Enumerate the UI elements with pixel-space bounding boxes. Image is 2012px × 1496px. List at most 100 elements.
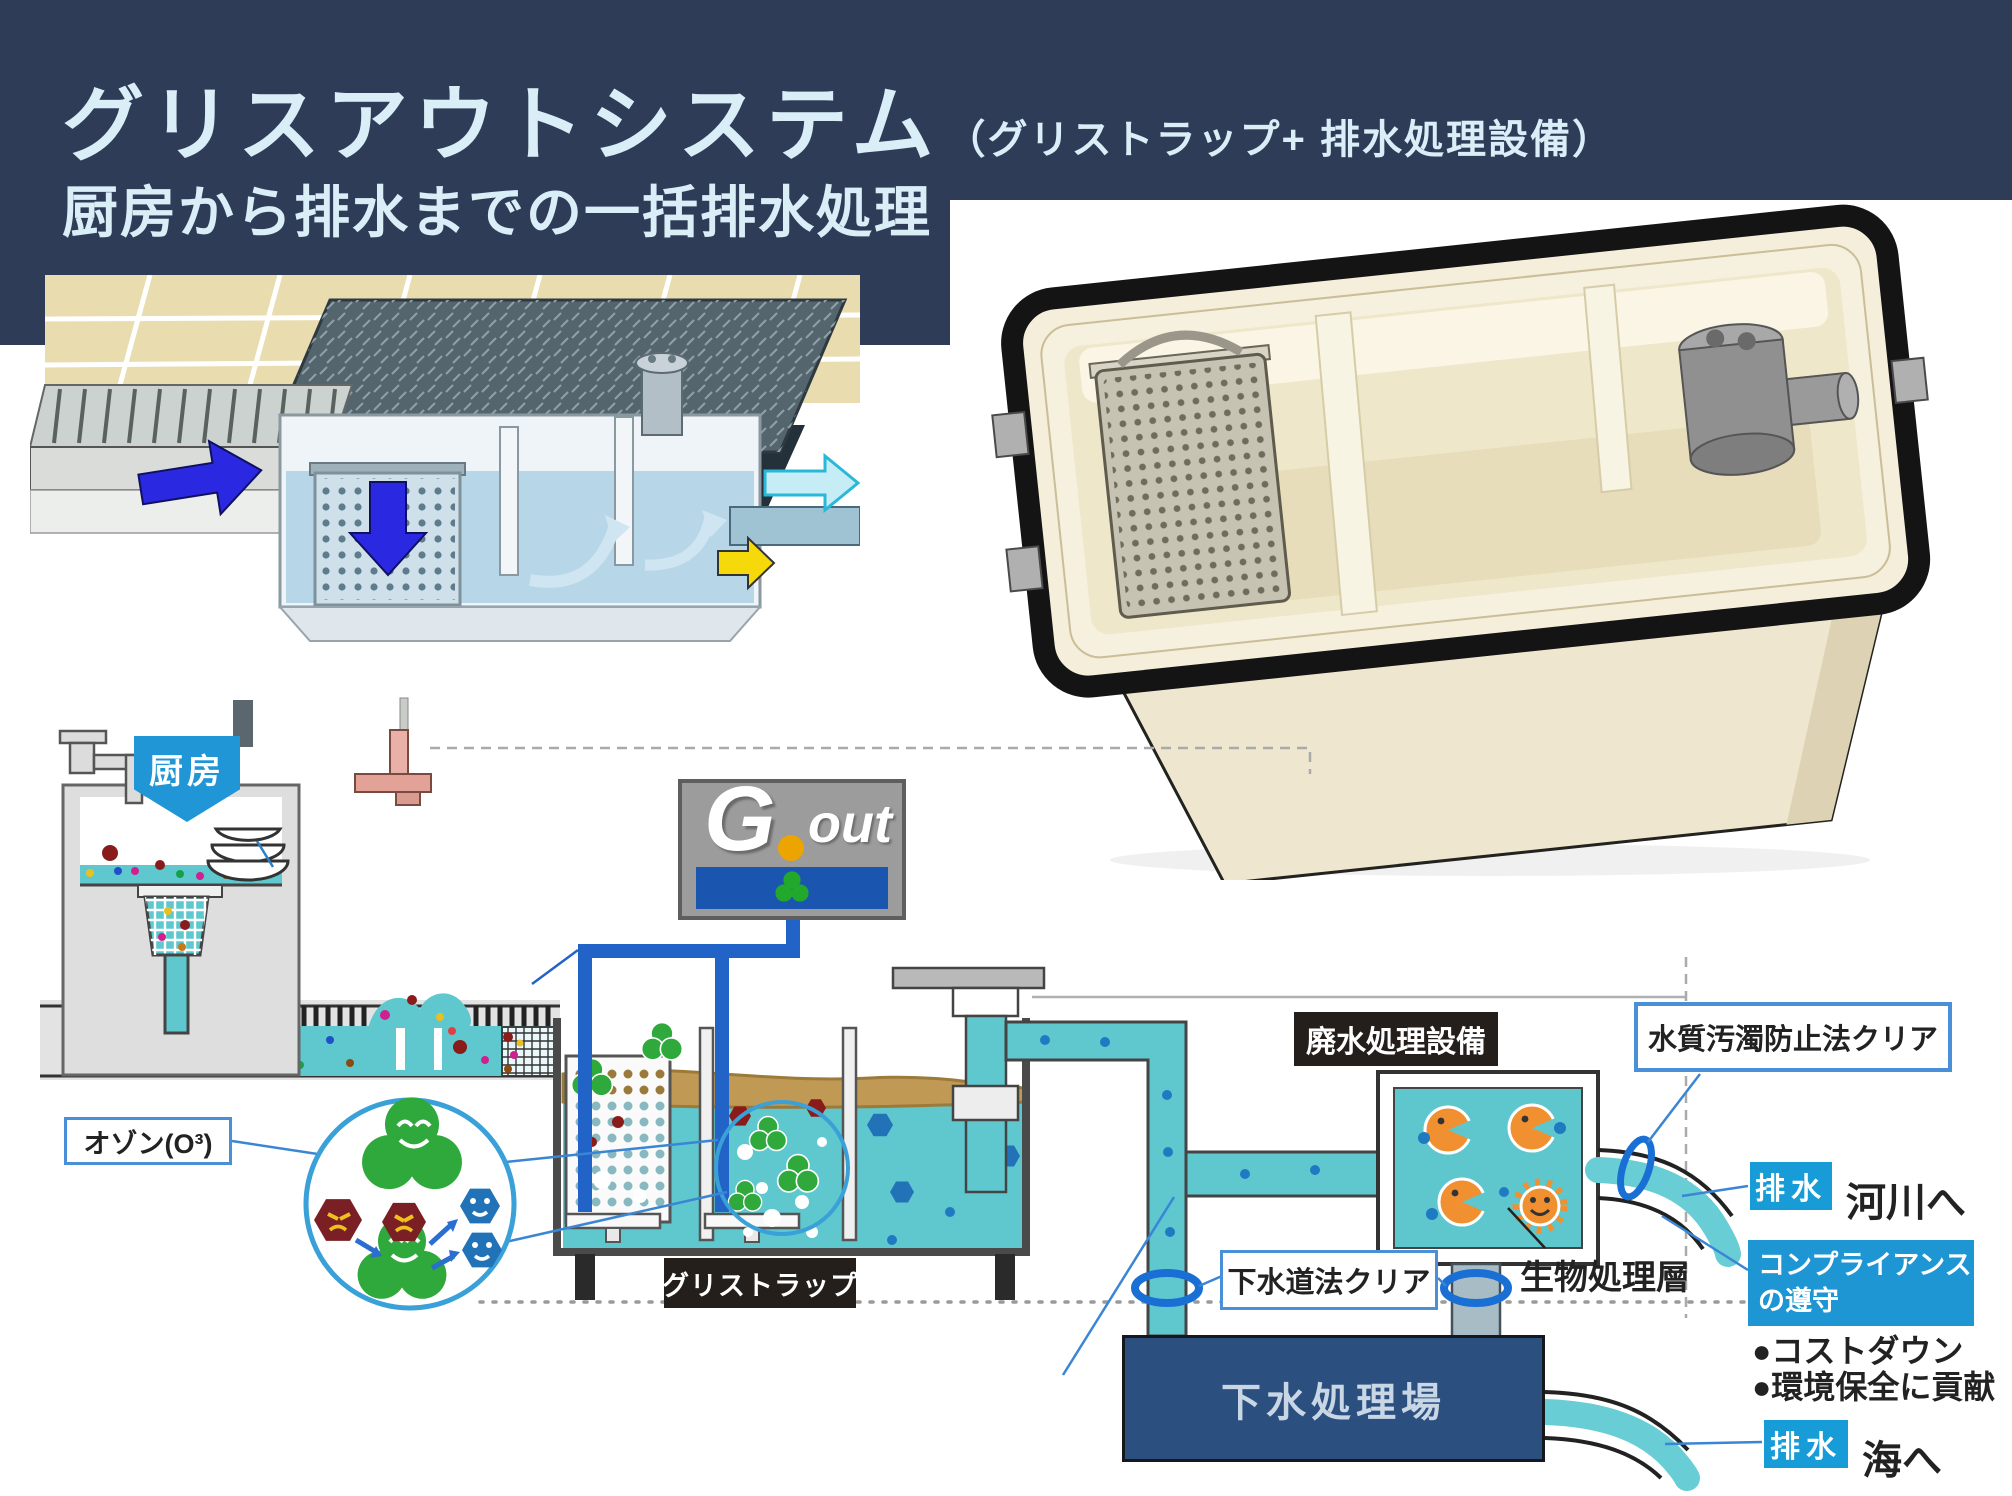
- water-dot: [945, 1207, 955, 1217]
- rim-clip: [1005, 545, 1044, 593]
- clover-icon: [775, 871, 809, 902]
- gout-logo-g: G: [704, 768, 776, 870]
- riser-pipe: [641, 362, 683, 436]
- label-water-pollution-law: 水質汚濁防止法クリア: [1634, 1002, 1952, 1072]
- outlet-collar: [951, 1084, 1020, 1122]
- cylinder-knob: [1706, 329, 1725, 348]
- outlet-lid: [891, 966, 1046, 990]
- tank-foot: [995, 1254, 1015, 1300]
- river-pipe-outline: [1597, 1196, 1705, 1251]
- ozone-molecules: [314, 1097, 502, 1299]
- flow-arrow-right-icon: [137, 439, 263, 517]
- tank-unit: [991, 204, 1931, 880]
- dish-stack: [206, 827, 290, 882]
- microbes: [1418, 1103, 1568, 1234]
- baffle-plate: [698, 1026, 715, 1242]
- label-bio-layer: 生物処理層: [1520, 1259, 1690, 1297]
- rim-clip: [1890, 356, 1929, 404]
- diffuser-stem: [605, 1227, 621, 1243]
- compliance-line2: の遵守: [1758, 1286, 1839, 1316]
- sensor-line: [531, 948, 579, 986]
- pipe-clamp-ring: [1440, 1269, 1512, 1307]
- tank-skirt-shade: [1786, 587, 1888, 825]
- floor-trap-illustration: [30, 275, 860, 806]
- pipe-clamp-ring: [1617, 1135, 1655, 1201]
- support-bracket-beam: [354, 773, 432, 793]
- swirl-arrow-head: [702, 510, 727, 537]
- label-wastewater-treatment: 廃水処理設備: [1294, 1012, 1498, 1066]
- drain-pipe: [163, 953, 190, 1035]
- swirl-arrow: [528, 523, 621, 588]
- waste-dot: [612, 1116, 624, 1128]
- bio-tank-water: [1393, 1087, 1583, 1249]
- label-ozone: オゾン(O³): [64, 1117, 232, 1165]
- sensor-line: [255, 840, 275, 868]
- page-subtitle: 厨房から排水までの一括排水処理: [62, 181, 932, 244]
- water-dot: [887, 1235, 897, 1245]
- page-title: グリスアウトシステム（グリストラップ+ 排水処理設備）: [62, 58, 1614, 177]
- leader-lines: [231, 1073, 1763, 1446]
- riser-bolt: [648, 355, 656, 363]
- splash-gap: [434, 1028, 442, 1070]
- sea-stream: [1532, 1399, 1700, 1491]
- gout-logo-out: out: [808, 794, 892, 854]
- riser-bolt: [668, 355, 676, 363]
- pipe-clamp-ring: [1131, 1269, 1203, 1307]
- outlet-cylinder-bottom: [1689, 432, 1796, 476]
- label-kitchen-text: 厨房: [149, 753, 225, 791]
- baffle-plate: [841, 1026, 858, 1242]
- bubble: [633, 1189, 647, 1203]
- label-compliance: コンプライアンス の遵守: [1748, 1240, 1974, 1326]
- swirl-arrow-head: [605, 515, 630, 543]
- riser-pipe: [1004, 1020, 1188, 1338]
- water-splash: [368, 993, 471, 1028]
- trapped-particles: [503, 1032, 524, 1073]
- bio-layer-pointer: [1507, 1207, 1546, 1249]
- badge-drain-sea: 排水: [1764, 1420, 1848, 1468]
- outflow-arrow-icon: [763, 452, 860, 514]
- trap-leg: [233, 700, 253, 747]
- gout-controller: G out: [678, 768, 906, 920]
- basket-handle: [1116, 330, 1244, 369]
- tank-floor: [1113, 416, 1821, 617]
- sea-pipe-outline: [1544, 1436, 1663, 1480]
- bullet-environment: ●環境保全に貢献: [1752, 1369, 1996, 1405]
- label-grease-trap: グリストラップ: [662, 1258, 857, 1308]
- dashed-guide-top: [430, 746, 1312, 774]
- outlet-stub-end: [1836, 371, 1860, 420]
- label-to-river: 河川へ: [1846, 1181, 1966, 1225]
- product-photo: [950, 200, 2012, 880]
- support-bracket-foot: [395, 791, 421, 806]
- gout-logo-dot: [778, 835, 804, 861]
- strainer-particles: [158, 907, 190, 951]
- leader-line: [1061, 1196, 1176, 1376]
- bubble: [593, 1171, 611, 1189]
- trap-base: [277, 606, 763, 642]
- label-to-sea: 海へ: [1862, 1439, 1942, 1483]
- river-pipe-outline: [1597, 1148, 1734, 1218]
- flow-arrow-down-icon: [347, 481, 429, 577]
- divider-wall-1: [1314, 311, 1378, 617]
- strainer-basket-holes: [1103, 362, 1282, 609]
- outlet-pipe: [729, 506, 860, 546]
- ozone-clover-icon: [640, 1021, 684, 1061]
- chamber-bubbles: [737, 1137, 827, 1238]
- baffle: [499, 426, 519, 576]
- yellow-arrow-icon: [717, 535, 776, 591]
- splash-gap: [396, 1028, 405, 1070]
- trap-tank-walls: [553, 1018, 1030, 1256]
- grease-trap-photo-drawing: [991, 204, 1931, 880]
- branch-pipe: [1184, 1150, 1394, 1198]
- detail-link-circle: [714, 1100, 850, 1236]
- bullet-cost-down: ●コストダウン: [1752, 1333, 1964, 1369]
- divider-wall-2: [1583, 283, 1633, 494]
- rim-clip: [991, 410, 1030, 459]
- title-paren: （グリストラップ+ 排水処理設備）: [945, 118, 1615, 162]
- title-main: グリスアウトシステム: [62, 80, 940, 171]
- label-sewage-plant: 下水処理場: [1122, 1335, 1545, 1462]
- label-sewer-law: 下水道法クリア: [1220, 1250, 1438, 1310]
- gout-clover-bar: [696, 867, 888, 909]
- compliance-line1: コンプライアンス: [1758, 1250, 1972, 1280]
